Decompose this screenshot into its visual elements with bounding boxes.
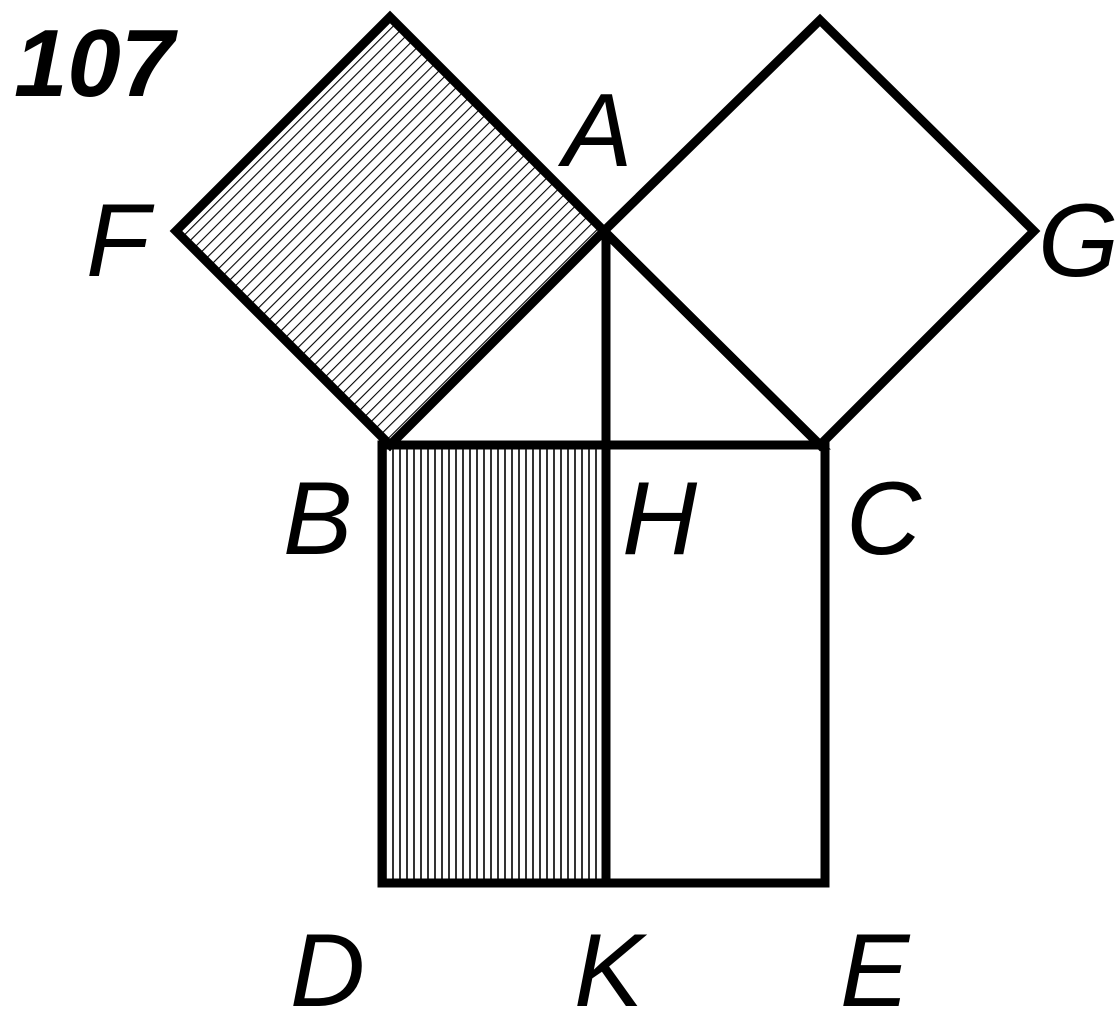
figure-number: 107 [14, 10, 179, 117]
label-c: C [846, 461, 922, 577]
label-g: G [1038, 183, 1118, 299]
label-e: E [840, 913, 911, 1012]
label-b: B [283, 461, 352, 577]
label-h: H [622, 461, 698, 577]
label-f: F [86, 183, 155, 299]
label-d: D [290, 913, 365, 1012]
square-on-ac [597, 13, 1041, 452]
shaded-rectangle-bhkd [382, 445, 606, 883]
label-a: A [557, 73, 632, 189]
shaded-square-abf [176, 17, 604, 445]
label-k: K [574, 913, 648, 1012]
